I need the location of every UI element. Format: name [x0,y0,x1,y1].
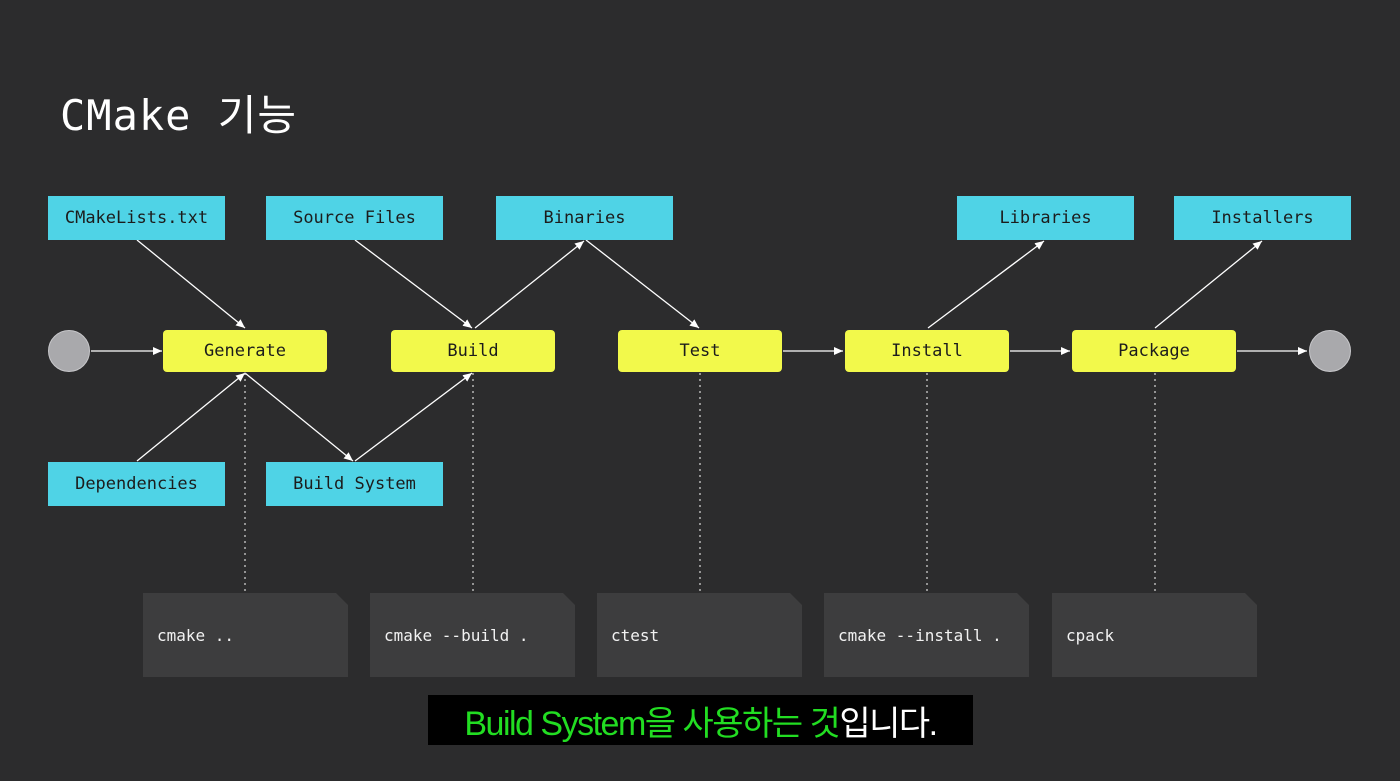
command-card-build: cmake --build . [370,593,575,677]
arrow-binaries-to-test [585,239,700,329]
artifact-cmakelists: CMakeLists.txt [48,196,225,240]
subtitle-rest: 입니다. [839,704,938,743]
command-card-generate: cmake .. [143,593,348,677]
page-title: CMake 기능 [60,91,297,140]
arrow-dependencies-to-generate [136,372,246,462]
end-node [1309,330,1351,372]
subtitle-highlight: Build System을 사용하는 것 [464,704,840,743]
arrow-build-to-binaries [474,240,585,329]
command-card-test: ctest [597,593,802,677]
command-card-install: cmake --install . [824,593,1029,677]
command-card-package: cpack [1052,593,1257,677]
step-install: Install [845,330,1009,372]
step-build: Build [391,330,555,372]
artifact-build-system: Build System [266,462,443,506]
artifact-source-files: Source Files [266,196,443,240]
step-generate: Generate [163,330,327,372]
step-test: Test [618,330,782,372]
artifact-binaries: Binaries [496,196,673,240]
arrow-install-to-libraries [927,240,1045,329]
arrow-sourcefiles-to-build [354,239,473,329]
arrow-generate-to-buildsystem [244,372,354,462]
arrow-package-to-installers [1154,240,1263,329]
artifact-libraries: Libraries [957,196,1134,240]
arrow-cmakelists-to-generate [136,239,246,329]
arrow-buildsystem-to-build [354,372,473,462]
artifact-installers: Installers [1174,196,1351,240]
artifact-dependencies: Dependencies [48,462,225,506]
step-package: Package [1072,330,1236,372]
start-node [48,330,90,372]
